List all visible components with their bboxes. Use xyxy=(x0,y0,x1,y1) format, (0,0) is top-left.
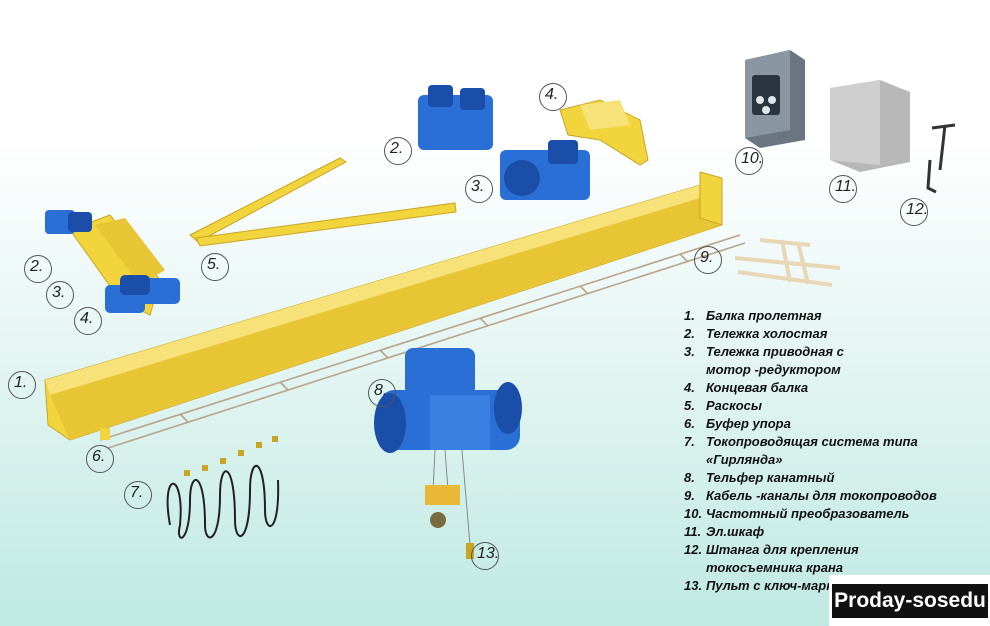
legend-item: «Гирлянда» xyxy=(706,452,783,467)
end-beam-top xyxy=(559,99,649,166)
legend-item: 13.Пульт с ключ-маркой xyxy=(684,578,849,593)
callout-1: 1. xyxy=(8,371,36,399)
legend-item: 2.Тележка холостая xyxy=(684,326,828,341)
garland-system xyxy=(166,436,280,539)
legend-item: 11.Эл.шкаф xyxy=(684,524,765,539)
legend-item: 7.Токопроводящая система типа xyxy=(684,434,918,449)
cable-channels xyxy=(99,234,746,449)
end-beam-left xyxy=(45,210,180,316)
watermark: Proday-sosedu xyxy=(832,584,988,618)
callout-11: 11. xyxy=(829,175,857,203)
wire-rope-hoist xyxy=(374,348,522,559)
callout-5: 5. xyxy=(201,253,229,281)
callout-4-left: 4. xyxy=(74,307,102,335)
callout-10: 10. xyxy=(735,147,763,175)
legend-item: 3.Тележка приводная с xyxy=(684,344,844,359)
callout-6: 6. xyxy=(86,445,114,473)
callout-3-top: 3. xyxy=(465,175,493,203)
legend-item: 1.Балка пролетная xyxy=(684,308,822,323)
legend-item: 10.Частотный преобразователь xyxy=(684,506,910,521)
callout-4-top: 4. xyxy=(539,83,567,111)
callout-2-left: 2. xyxy=(24,255,52,283)
legend-item: 5.Раскосы xyxy=(684,398,762,413)
legend-item: 9.Кабель -каналы для токопроводов xyxy=(684,488,937,503)
buffer xyxy=(100,428,110,440)
cable-channel-section xyxy=(734,238,841,287)
legend-item: 12.Штанга для крепления xyxy=(684,542,859,557)
callout-8: 8. xyxy=(368,379,396,407)
electrical-cabinet xyxy=(830,80,910,172)
span-beam xyxy=(44,171,723,441)
legend-list: 1.Балка пролетная 2.Тележка холостая 3.Т… xyxy=(684,307,984,595)
legend-item: 6.Буфер упора xyxy=(684,416,791,431)
legend-item: 4.Концевая балка xyxy=(684,380,809,395)
legend-item: 8.Тельфер канатный xyxy=(684,470,835,485)
frequency-converter xyxy=(745,50,805,148)
legend-item: токосъемника крана xyxy=(706,560,844,575)
collector-rod xyxy=(926,123,956,194)
legend-item: мотор -редуктором xyxy=(706,362,841,377)
idle-trolley xyxy=(418,85,493,150)
callout-9: 9. xyxy=(694,246,722,274)
callout-2-top: 2. xyxy=(384,137,412,165)
drive-trolley xyxy=(500,140,590,200)
callout-7: 7. xyxy=(124,481,152,509)
callout-13: 13. xyxy=(471,542,499,570)
braces xyxy=(189,157,457,247)
callout-12: 12. xyxy=(900,198,928,226)
callout-3-left: 3. xyxy=(46,281,74,309)
